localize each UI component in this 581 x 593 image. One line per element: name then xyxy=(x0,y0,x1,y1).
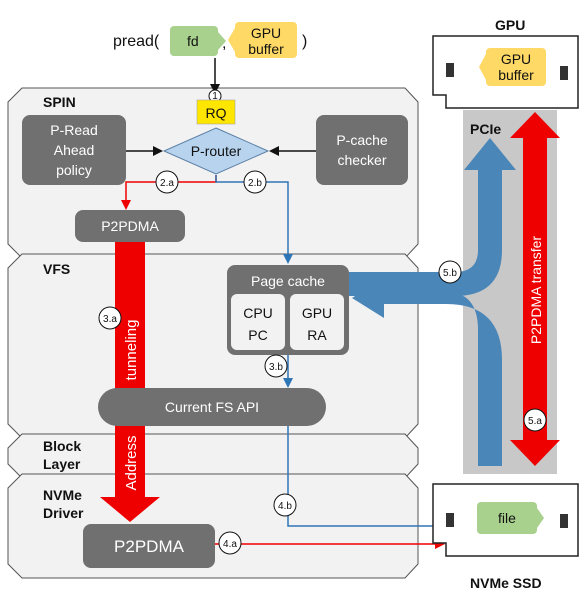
spin-p2pdma-box xyxy=(75,210,185,242)
nvme-p2pdma-box xyxy=(83,524,215,568)
pcie-label: PCIe xyxy=(470,121,501,137)
page-cache-label: Page cache xyxy=(251,273,325,289)
step-3a-label: 3.a xyxy=(103,314,117,325)
nvme-ssd-title: NVMe SSD xyxy=(470,575,542,591)
return-curve-arrow xyxy=(352,278,502,466)
gpu-ra-line2: RA xyxy=(307,327,327,343)
spin-p2pdma-label: P2PDMA xyxy=(101,218,159,234)
step-2a-label: 2.a xyxy=(160,178,174,189)
vfs-layer-label: VFS xyxy=(43,261,70,277)
p-router-label: P-router xyxy=(191,143,242,159)
gpu-buffer-line2: buffer xyxy=(498,67,534,83)
upload-curve-arrow xyxy=(349,138,516,296)
comma: , xyxy=(222,35,226,52)
close-paren: ) xyxy=(302,33,307,50)
p-cache-checker-line2: checker xyxy=(337,152,386,168)
ssd-file-label: file xyxy=(498,510,516,526)
gpu-buffer-arg-label-line1: GPU xyxy=(251,25,281,41)
p-read-ahead-line1: P-Read xyxy=(50,122,97,138)
p-router xyxy=(162,127,270,175)
gpu-buffer-box xyxy=(486,48,546,86)
block-layer-label-line2: Layer xyxy=(43,456,81,472)
p2pdma-transfer-label: P2PDMA transfer xyxy=(528,236,544,344)
ssd-connector-icon xyxy=(446,513,454,527)
gpu-title: GPU xyxy=(495,17,525,33)
step-5b-label: 5.b xyxy=(443,268,457,279)
cpu-pc-line1: CPU xyxy=(243,305,273,321)
step-1-label: 1 xyxy=(212,91,218,102)
ssd-file-box xyxy=(477,502,537,534)
p2pdma-transfer-arrow xyxy=(510,112,560,466)
fd-arg-label: fd xyxy=(187,33,199,49)
gpu-ra-line1: GPU xyxy=(302,305,332,321)
gpu-buffer-line1: GPU xyxy=(501,51,531,67)
rq-label: RQ xyxy=(206,105,227,121)
nvme-layer-label-line1: NVMe xyxy=(43,487,82,503)
step-4a-label: 4.a xyxy=(223,539,237,550)
spin-layer-label: SPIN xyxy=(43,94,76,110)
nvme-layer-label-line2: Driver xyxy=(43,505,84,521)
block-layer-label-line1: Block xyxy=(43,438,81,454)
step-5a-label: 5.a xyxy=(528,416,542,427)
cpu-pc-box xyxy=(231,294,285,350)
address-label: Address xyxy=(123,435,140,490)
step-3b-label: 3.b xyxy=(269,362,283,373)
block-layer xyxy=(7,433,419,479)
gpu-ra-box xyxy=(290,294,344,350)
gpu-right-connector-icon xyxy=(560,66,568,80)
gpu-buffer-arg-label-line2: buffer xyxy=(248,41,284,57)
p-read-ahead-policy-box xyxy=(22,115,126,185)
ssd-right-connector-icon xyxy=(560,514,568,528)
p-cache-checker-line1: P-cache xyxy=(336,132,388,148)
nvme-p2pdma-label: P2PDMA xyxy=(114,537,185,556)
p-cache-checker-box xyxy=(316,115,408,185)
step-2b-label: 2.b xyxy=(248,178,262,189)
fd-arg-box xyxy=(170,26,218,56)
p-read-ahead-line2: Ahead xyxy=(54,142,94,158)
gpu-connector-icon xyxy=(446,63,454,77)
p-read-ahead-line3: policy xyxy=(56,162,92,178)
current-fs-api-label: Current FS API xyxy=(165,399,259,415)
cpu-pc-line2: PC xyxy=(248,327,267,343)
gpu-buffer-arg-box xyxy=(235,22,297,58)
step-4b-label: 4.b xyxy=(278,501,292,512)
rq-box xyxy=(196,99,236,125)
pread-call: pread( xyxy=(113,33,160,50)
current-fs-api-box xyxy=(98,388,326,426)
tunneling-label: tunneling xyxy=(123,320,140,381)
